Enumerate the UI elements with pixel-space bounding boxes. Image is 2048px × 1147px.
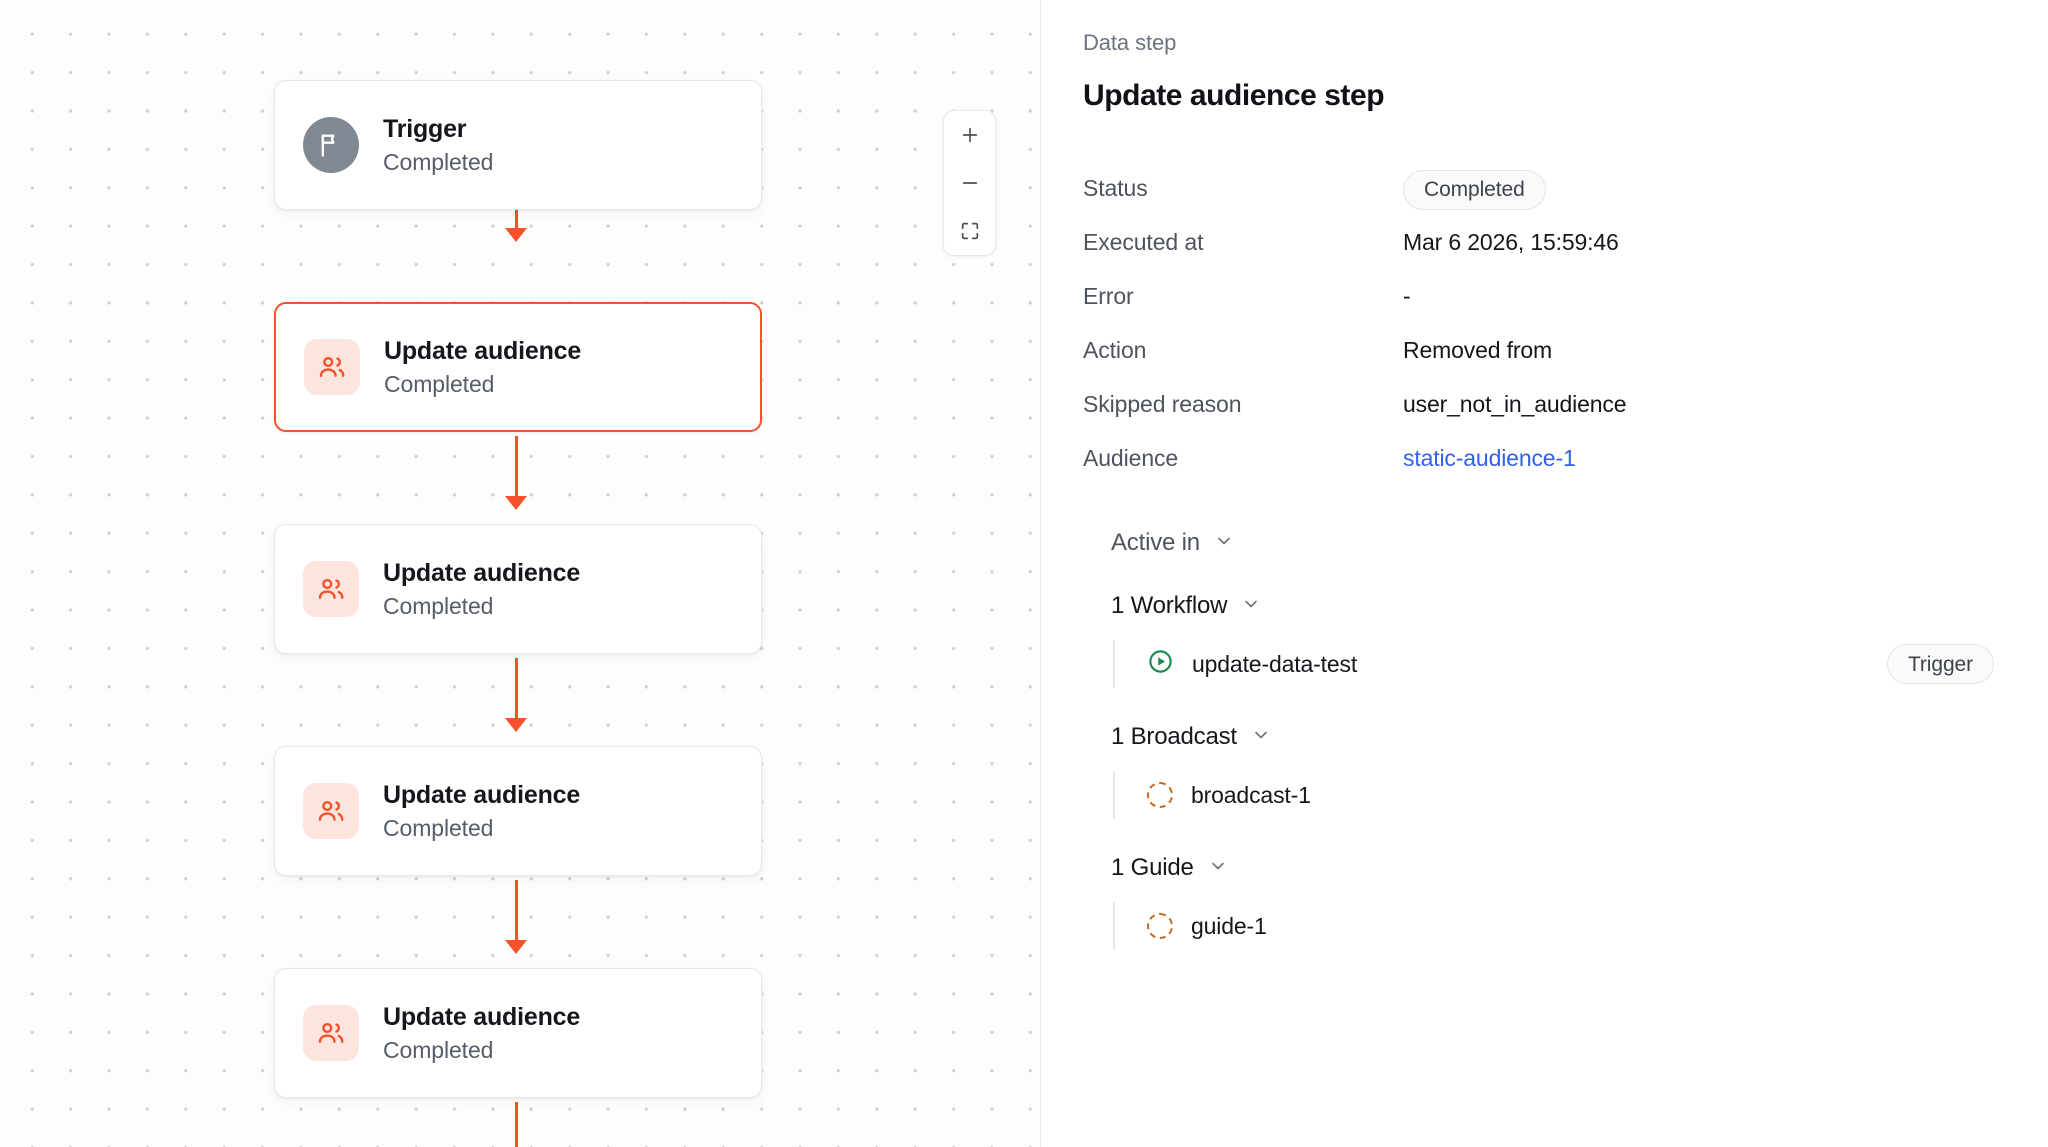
audience-icon (304, 339, 360, 395)
node-status: Completed (383, 1036, 494, 1063)
canvas-node-update-audience-1[interactable]: Update audience Completed (274, 302, 762, 432)
connector-arrow-3 (505, 718, 527, 732)
group-broadcast: 1 Broadcast broadcast-1 (1111, 723, 2004, 819)
connector-arrow-2 (505, 496, 527, 510)
list-item-label: update-data-test (1192, 650, 1358, 677)
step-details-table: Status Completed Executed at Mar 6 2026,… (1083, 161, 2004, 485)
node-status: Completed (383, 592, 494, 619)
detail-value-action: Removed from (1403, 337, 1553, 363)
node-text: Update audience Completed (384, 337, 581, 397)
group-broadcast-toggle[interactable]: 1 Broadcast (1111, 723, 1271, 751)
list-item[interactable]: update-data-test Trigger (1113, 640, 2004, 688)
connector-line-2 (515, 436, 518, 496)
group-workflow-label: 1 Workflow (1111, 592, 1228, 619)
workflow-canvas[interactable]: Trigger Completed Update audience Comple… (0, 0, 1041, 1147)
chevron-down-icon (1214, 531, 1234, 556)
connector-arrow-4 (505, 940, 527, 954)
node-status: Completed (383, 148, 494, 175)
zoom-in-button[interactable] (944, 111, 995, 159)
audience-icon (303, 783, 359, 839)
node-text: Update audience Completed (383, 559, 580, 619)
node-status: Completed (384, 370, 495, 397)
detail-value-status: Completed (1403, 161, 2004, 215)
page-title: Update audience step (1083, 79, 1385, 112)
connector-line-5 (515, 1102, 518, 1147)
list-item-badge: Trigger (1886, 644, 1994, 684)
zoom-controls (943, 110, 996, 256)
chevron-down-icon (1251, 725, 1271, 750)
connector-line-3 (515, 658, 518, 718)
canvas-node-update-audience-3[interactable]: Update audience Completed (274, 746, 762, 876)
group-workflow: 1 Workflow update-data-test (1111, 592, 2004, 688)
node-title: Update audience (384, 336, 582, 365)
flag-icon (303, 117, 359, 173)
detail-value-skipped-reason: user_not_in_audience (1403, 391, 1627, 417)
node-title: Trigger (383, 114, 467, 143)
group-guide-label: 1 Guide (1111, 854, 1194, 881)
group-workflow-toggle[interactable]: 1 Workflow (1111, 592, 1261, 620)
fit-view-button[interactable] (944, 207, 995, 255)
canvas-node-update-audience-2[interactable]: Update audience Completed (274, 524, 762, 654)
node-title: Update audience (383, 558, 581, 587)
play-circle-icon (1147, 648, 1174, 680)
status-badge: Completed (1403, 169, 1546, 210)
node-status: Completed (383, 814, 494, 841)
canvas-node-trigger[interactable]: Trigger Completed (274, 80, 762, 210)
chevron-down-icon (1208, 856, 1228, 881)
detail-label-status: Status (1083, 175, 1148, 201)
detail-label-audience: Audience (1083, 445, 1179, 471)
audience-icon (303, 1005, 359, 1061)
detail-label-action: Action (1083, 337, 1147, 363)
connector-arrow-1 (505, 228, 527, 242)
dashed-circle-icon (1147, 782, 1173, 808)
audience-link[interactable]: static-audience-1 (1403, 445, 1576, 471)
group-guide-toggle[interactable]: 1 Guide (1111, 854, 1228, 882)
audience-icon (303, 561, 359, 617)
connector-line-4 (515, 880, 518, 940)
detail-label-error: Error (1083, 283, 1134, 309)
list-item-label: guide-1 (1191, 912, 1267, 939)
detail-panel: Data step Update audience step Status Co… (1041, 0, 2048, 1147)
active-in-section: Active in 1 Workflow (1111, 529, 2004, 950)
group-broadcast-label: 1 Broadcast (1111, 723, 1237, 750)
detail-label-executed-at: Executed at (1083, 229, 1204, 255)
list-item[interactable]: broadcast-1 (1113, 771, 2004, 819)
node-title: Update audience (383, 780, 581, 809)
node-title: Update audience (383, 1002, 581, 1031)
dashed-circle-icon (1147, 913, 1173, 939)
detail-value-error: - (1403, 283, 1411, 309)
chevron-down-icon (1241, 594, 1261, 619)
list-item-label: broadcast-1 (1191, 781, 1311, 808)
detail-label-skipped-reason: Skipped reason (1083, 391, 1242, 417)
zoom-out-button[interactable] (944, 159, 995, 207)
active-in-toggle[interactable]: Active in (1111, 529, 1234, 557)
list-item[interactable]: guide-1 (1113, 902, 2004, 950)
active-in-label: Active in (1111, 529, 1200, 556)
node-text: Update audience Completed (383, 1003, 580, 1063)
canvas-node-update-audience-4[interactable]: Update audience Completed (274, 968, 762, 1098)
detail-value-executed-at: Mar 6 2026, 15:59:46 (1403, 229, 1619, 255)
group-guide: 1 Guide guide-1 (1111, 854, 2004, 950)
panel-eyebrow: Data step (1083, 30, 1177, 55)
node-text: Update audience Completed (383, 781, 580, 841)
node-text: Trigger Completed (383, 115, 493, 175)
